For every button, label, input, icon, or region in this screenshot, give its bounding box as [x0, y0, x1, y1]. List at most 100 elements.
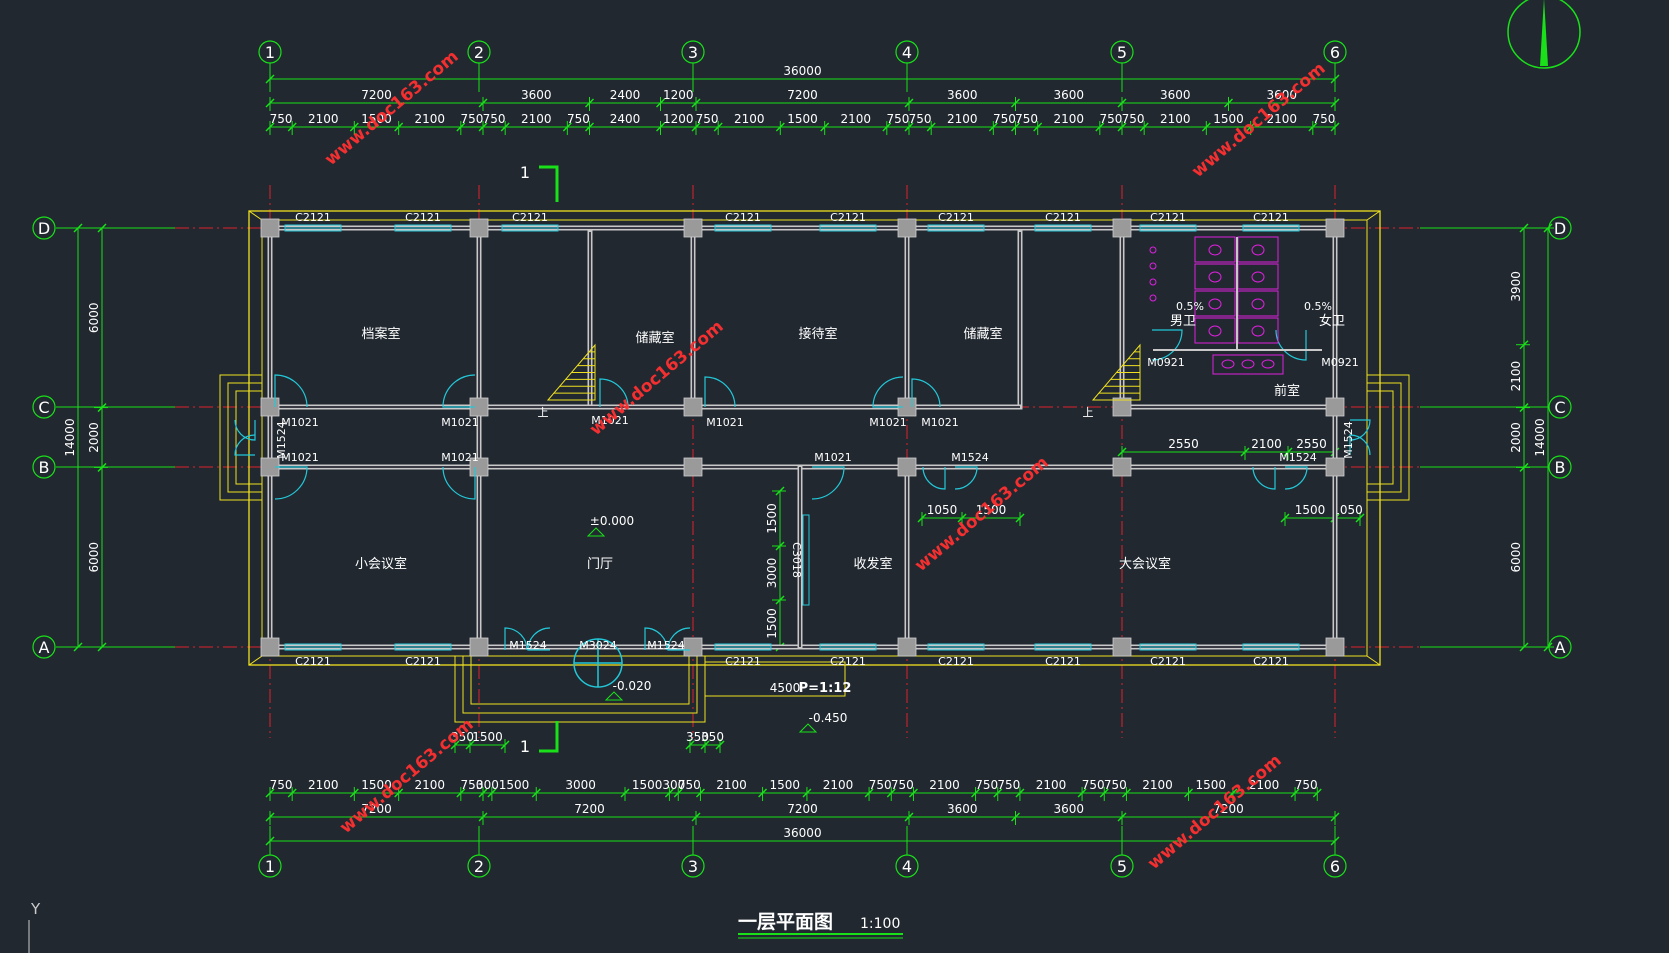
door-swing [527, 627, 551, 651]
dim-top-row3-text: 750 [886, 112, 909, 126]
watermark-text: www.doc163.com [336, 715, 477, 838]
dim-top-row3-text: 2100 [840, 112, 871, 126]
urinal [1149, 246, 1157, 254]
drawing-title: 一层平面图 [738, 911, 833, 933]
dim-bottom-row1-slash [993, 788, 1003, 798]
dim-interior-horz2-slash [1015, 513, 1025, 523]
dim-bottom-row1-text: 1500 [632, 778, 663, 792]
dim-bottom-row1-slash [1099, 788, 1109, 798]
toilet-stall [1194, 263, 1236, 290]
window-label: C2121 [1150, 211, 1186, 224]
dim-bottom-row1-slash [1015, 788, 1025, 798]
column [469, 637, 489, 657]
door-swing [872, 376, 904, 408]
door-label: M1021 [921, 416, 959, 429]
column [260, 218, 280, 238]
door-swing [1252, 466, 1276, 490]
stair-up-label: 上 [1083, 406, 1094, 419]
dim-top-row3-text: 2100 [308, 112, 339, 126]
dim-interior-horz4-text: 1050 [1332, 503, 1363, 517]
dim-top-row3-text: 750 [460, 112, 483, 126]
toilet-bowl [1208, 271, 1222, 283]
dim-bottom-row1-text: 300 [662, 778, 685, 792]
grid-bubble-label: A [1555, 638, 1566, 657]
dim-bottom-row1-text: 750 [678, 778, 701, 792]
grid-bubble-row [1548, 395, 1572, 419]
door-swing [599, 378, 629, 408]
toilet-stall [1194, 236, 1236, 263]
north-arrow-icon [1507, 0, 1581, 69]
column [1325, 397, 1345, 417]
ucs-axis-indicator: Y [28, 900, 41, 953]
dim-top-row3-text: 750 [1015, 112, 1038, 126]
dim-interior-horz-slash [1117, 447, 1127, 457]
door-swing [1349, 434, 1371, 456]
door-swing [1284, 466, 1308, 490]
grid-bubble-label: 5 [1117, 857, 1127, 876]
drawing-title-block: 一层平面图 1:100 [738, 911, 903, 939]
dim-bottom-row1-text: 2100 [716, 778, 747, 792]
dim-step-right-text: 350 [701, 730, 724, 744]
dim-interior-vert-slash [775, 486, 785, 496]
dim-top-row2-slash [1117, 98, 1127, 108]
toilet-bowl [1251, 271, 1265, 283]
grid-bubble-label: 5 [1117, 43, 1127, 62]
dim-top-row2-slash [1330, 98, 1340, 108]
dim-interior-vert-text: 1500 [765, 503, 779, 534]
dim-top-row2-slash [904, 98, 914, 108]
grid-bubble-label: 2 [474, 857, 484, 876]
dim-bottom-row2-text: 3600 [1053, 802, 1084, 816]
door-label: M3024 [579, 639, 617, 652]
toilet-stall [1237, 317, 1279, 344]
door-label: M1021 [441, 416, 479, 429]
dim-top-row3-text: 1200 [663, 112, 694, 126]
dim-top-row2-slash [655, 98, 666, 108]
dim-top-row3-slash [1010, 122, 1021, 132]
dim-interior-vert-slash [775, 541, 785, 551]
grid-bubble-row [1548, 635, 1572, 659]
outline-corner [1366, 210, 1381, 221]
toilet-bowl [1208, 325, 1222, 337]
door-label: M1021 [281, 416, 319, 429]
dim-bottom-row1-text: 2100 [929, 778, 960, 792]
door-label: M1021 [869, 416, 907, 429]
dim-left-seg-text: 6000 [87, 542, 101, 573]
dim-top-row3-slash [1201, 122, 1211, 132]
wash-basin [1221, 359, 1235, 369]
dim-top-row2-text: 3600 [1160, 88, 1191, 102]
window-label: C2121 [938, 655, 974, 668]
column [1112, 457, 1132, 477]
dim-top-row3-slash [456, 122, 466, 132]
dim-right-overall-text: 14000 [1533, 418, 1547, 456]
column [1325, 218, 1345, 238]
dim-top-row3-slash [394, 122, 404, 132]
column [469, 218, 489, 238]
dim-top-row3-text: 1500 [361, 112, 392, 126]
outline-corner [248, 655, 263, 666]
dim-bottom-row1-text: 300 [476, 778, 499, 792]
door-swing [234, 434, 256, 456]
elevation-marker [604, 691, 624, 701]
dim-top-row3-text: 750 [1099, 112, 1122, 126]
window-label: C2121 [1045, 655, 1081, 668]
section-mark: 1 [520, 737, 530, 756]
wash-basin [1261, 359, 1275, 369]
dim-bottom-row1-slash [349, 788, 359, 798]
dim-bottom-row2-text: 7200 [1213, 802, 1244, 816]
grid-bubble-label: C [1554, 398, 1565, 417]
dim-bottom-row1-slash [1312, 788, 1322, 798]
dim-interior-vert-slash [775, 595, 785, 605]
grid-bubble-row [1548, 216, 1572, 240]
window-label: C2121 [1253, 211, 1289, 224]
room-label: 男卫 [1170, 314, 1196, 329]
grid-bubble-label: B [39, 458, 50, 477]
grid-bubble-label: D [1554, 219, 1566, 238]
ramp-gradient: P=1:12 [799, 681, 852, 696]
toilet-stall [1237, 236, 1279, 263]
window-label: C3018 [790, 542, 803, 578]
dim-top-row3-slash [1095, 122, 1105, 132]
dim-bottom-row1-slash [758, 788, 768, 798]
dim-bottom-row1-slash [664, 788, 674, 798]
